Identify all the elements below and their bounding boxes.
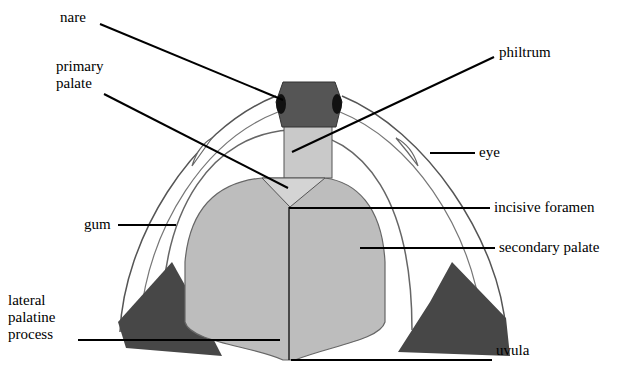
leader-line xyxy=(104,94,288,188)
leader-line xyxy=(118,224,176,226)
lateral-mass xyxy=(398,262,510,356)
leader-line xyxy=(291,359,492,361)
part-label: eye xyxy=(479,144,500,161)
midline-suture xyxy=(288,207,290,360)
leader-line xyxy=(430,152,475,154)
eye-shape xyxy=(396,138,418,166)
part-label: secondary palate xyxy=(499,239,599,256)
leader-line xyxy=(100,24,283,100)
nostril xyxy=(332,94,342,114)
eye-shape xyxy=(192,138,212,166)
leader-line xyxy=(360,247,495,249)
part-label: uvula xyxy=(496,342,529,359)
leader-line xyxy=(78,339,280,341)
part-label: philtrum xyxy=(499,44,551,61)
part-label: incisive foramen xyxy=(494,199,594,216)
primary-palate-shape xyxy=(262,178,325,207)
leader-line xyxy=(292,57,494,152)
part-label: primary palate xyxy=(56,58,114,92)
nose-shape xyxy=(276,82,342,127)
part-label: gum xyxy=(84,216,111,233)
part-label: lateral palatine process xyxy=(8,292,76,343)
part-label: nare xyxy=(60,9,86,26)
philtrum-shape xyxy=(284,126,332,178)
leader-line xyxy=(289,207,490,209)
secondary-palate-shape xyxy=(185,178,385,360)
